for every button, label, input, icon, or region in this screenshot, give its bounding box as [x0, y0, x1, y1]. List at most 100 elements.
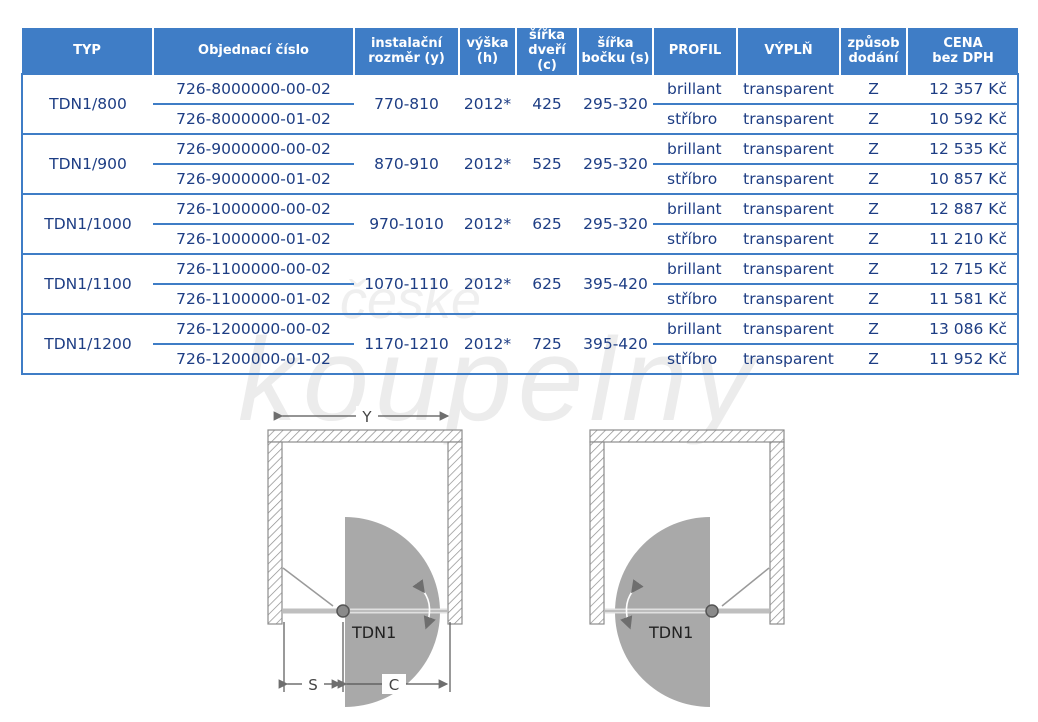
right-wall [447, 441, 463, 625]
hinge-icon-right [705, 604, 719, 618]
col-order-number: Objednací číslo [152, 28, 354, 74]
cell-price: 12 357 Kč [907, 73, 1019, 104]
cell-fill: transparent [737, 193, 840, 224]
cell-price: 10 592 Kč [907, 103, 1019, 134]
dimension-c-label: C [389, 676, 399, 694]
cell-profile: stříbro [653, 343, 737, 375]
cell-fill: transparent [737, 133, 840, 164]
cell-door-width: 425 [516, 73, 578, 134]
cell-order-number: 726-1100000-00-02 [153, 253, 354, 284]
diagram-left: Y S C TDN1 [267, 406, 463, 707]
cell-profile: brillant [653, 253, 737, 284]
cell-profile: brillant [653, 313, 737, 344]
cell-door-width: 625 [516, 253, 578, 314]
cell-install-size: 870-910 [354, 133, 459, 194]
cell-order-number: 726-8000000-01-02 [153, 103, 354, 134]
cell-install-size: 1170-1210 [354, 313, 459, 375]
cell-delivery: Z [840, 283, 907, 314]
cell-fill: transparent [737, 283, 840, 314]
cell-typ: TDN1/800 [21, 73, 153, 134]
col-profile: PROFIL [652, 28, 737, 74]
cell-door-width: 725 [516, 313, 578, 375]
cell-height: 2012* [459, 133, 516, 194]
hinge-icon [336, 604, 350, 618]
back-wall-right [589, 429, 785, 443]
cell-price: 12 715 Kč [907, 253, 1019, 284]
cell-typ: TDN1/1000 [21, 193, 153, 254]
cell-order-number: 726-9000000-00-02 [153, 133, 354, 164]
cell-price: 11 952 Kč [907, 343, 1019, 375]
cell-order-number: 726-1000000-01-02 [153, 223, 354, 254]
cell-price: 12 535 Kč [907, 133, 1019, 164]
left-wall [267, 441, 283, 625]
col-fill: VÝPLŇ [736, 28, 840, 74]
cell-install-size: 1070-1110 [354, 253, 459, 314]
cell-profile: stříbro [653, 223, 737, 254]
cell-delivery: Z [840, 103, 907, 134]
cell-profile: stříbro [653, 283, 737, 314]
cell-profile: brillant [653, 133, 737, 164]
cell-fill: transparent [737, 73, 840, 104]
cell-profile: brillant [653, 193, 737, 224]
cell-fill: transparent [737, 343, 840, 375]
model-label-right: TDN1 [648, 623, 693, 642]
cell-height: 2012* [459, 313, 516, 375]
dimension-s-label: S [308, 676, 318, 694]
cell-delivery: Z [840, 313, 907, 344]
left-wall-right [589, 441, 605, 625]
cell-delivery: Z [840, 343, 907, 375]
cell-profile: stříbro [653, 103, 737, 134]
cell-side-width: 295-320 [578, 193, 653, 254]
cell-side-width: 395-420 [578, 313, 653, 375]
cell-fill: transparent [737, 163, 840, 194]
cell-price: 10 857 Kč [907, 163, 1019, 194]
cell-order-number: 726-1100000-01-02 [153, 283, 354, 314]
cell-delivery: Z [840, 163, 907, 194]
cell-side-width: 295-320 [578, 133, 653, 194]
cell-fill: transparent [737, 313, 840, 344]
cell-install-size: 770-810 [354, 73, 459, 134]
dimension-y-label: Y [361, 408, 372, 426]
col-height: výška(h) [458, 28, 516, 74]
cell-door-width: 625 [516, 193, 578, 254]
cell-order-number: 726-9000000-01-02 [153, 163, 354, 194]
cell-side-width: 395-420 [578, 253, 653, 314]
cell-height: 2012* [459, 73, 516, 134]
cell-price: 11 581 Kč [907, 283, 1019, 314]
cell-delivery: Z [840, 73, 907, 104]
cell-order-number: 726-1200000-01-02 [153, 343, 354, 375]
cell-height: 2012* [459, 253, 516, 314]
cell-price: 13 086 Kč [907, 313, 1019, 344]
cell-price: 11 210 Kč [907, 223, 1019, 254]
model-label-left: TDN1 [351, 623, 396, 642]
cell-price: 12 887 Kč [907, 193, 1019, 224]
cell-typ: TDN1/1200 [21, 313, 153, 375]
right-wall-right [769, 441, 785, 625]
cell-install-size: 970-1010 [354, 193, 459, 254]
cell-door-width: 525 [516, 133, 578, 194]
cell-profile: brillant [653, 73, 737, 104]
cell-typ: TDN1/900 [21, 133, 153, 194]
cell-delivery: Z [840, 253, 907, 284]
cell-height: 2012* [459, 193, 516, 254]
cell-order-number: 726-1200000-00-02 [153, 313, 354, 344]
cell-profile: stříbro [653, 163, 737, 194]
cell-typ: TDN1/1100 [21, 253, 153, 314]
diagram-right: TDN1 [589, 429, 785, 707]
